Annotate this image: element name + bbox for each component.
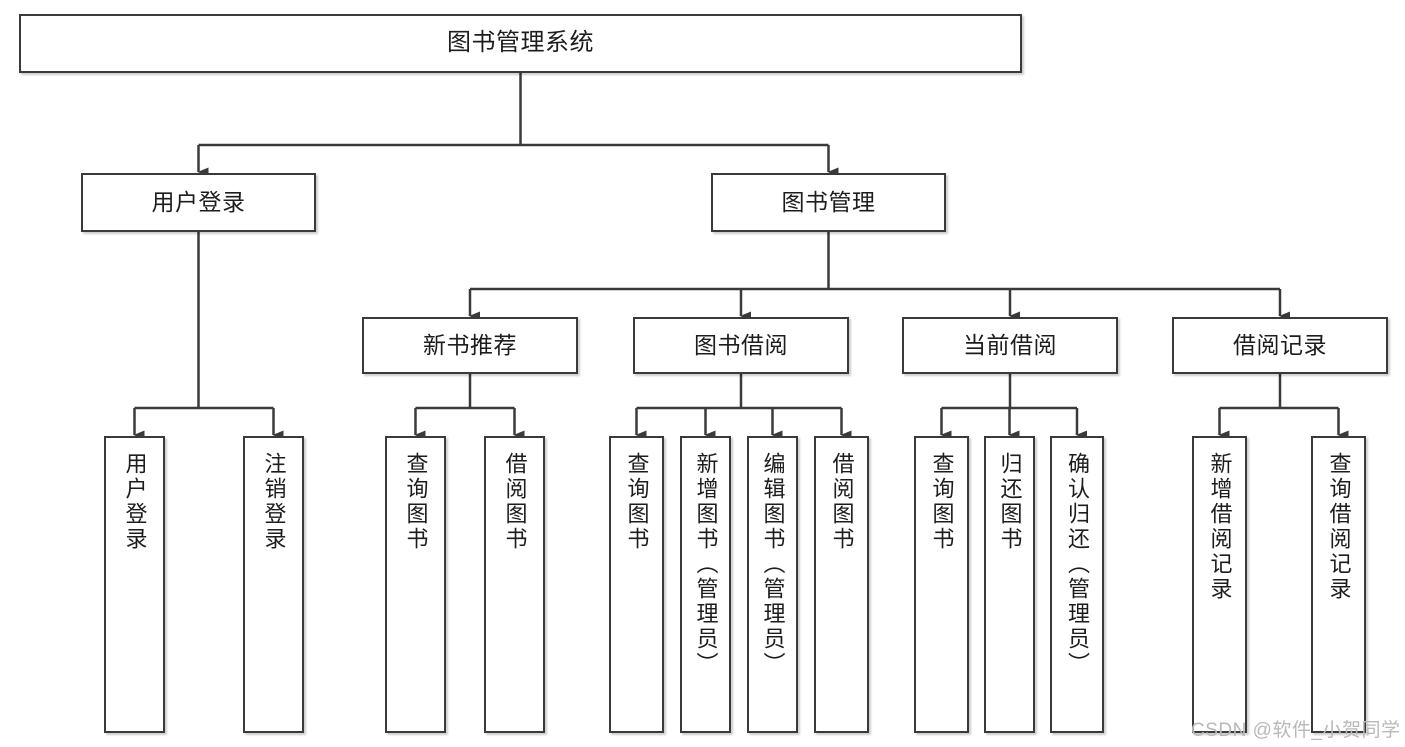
node-leaf-query-book-2[interactable]: 查询图书 <box>609 436 664 733</box>
node-label-leaf-query-book-1: 查询图书 <box>403 452 429 552</box>
node-label-leaf-confirm-return: 确认归还（管理员） <box>1065 452 1090 677</box>
node-label-leaf-query-book-3: 查询图书 <box>929 452 955 552</box>
node-label-book-mgmt: 图书管理 <box>781 188 876 215</box>
node-leaf-add-record[interactable]: 新增借阅记录 <box>1192 436 1247 733</box>
node-label-leaf-return-book: 归还图书 <box>997 452 1023 552</box>
csdn-watermark: CSDN @软件_小贺同学 <box>1191 720 1401 741</box>
node-book-mgmt[interactable]: 图书管理 <box>711 173 946 232</box>
node-label-leaf-borrow-book-2: 借阅图书 <box>829 452 855 552</box>
node-new-book-rec[interactable]: 新书推荐 <box>362 317 578 374</box>
node-leaf-confirm-return[interactable]: 确认归还（管理员） <box>1050 436 1104 733</box>
node-leaf-borrow-book-1[interactable]: 借阅图书 <box>484 436 545 733</box>
node-label-leaf-user-login: 用户登录 <box>122 452 148 552</box>
node-label-book-borrow: 图书借阅 <box>694 331 788 358</box>
node-leaf-borrow-book-2[interactable]: 借阅图书 <box>814 436 869 733</box>
node-leaf-add-book[interactable]: 新增图书（管理员） <box>680 436 731 733</box>
node-label-leaf-edit-book: 编辑图书（管理员） <box>760 452 786 677</box>
node-borrow-record[interactable]: 借阅记录 <box>1172 317 1388 374</box>
node-leaf-query-record[interactable]: 查询借阅记录 <box>1311 436 1366 733</box>
node-leaf-user-login[interactable]: 用户登录 <box>104 436 165 733</box>
node-current-borrow[interactable]: 当前借阅 <box>902 317 1118 374</box>
node-leaf-edit-book[interactable]: 编辑图书（管理员） <box>747 436 798 733</box>
node-label-leaf-query-record: 查询借阅记录 <box>1326 452 1352 602</box>
node-label-leaf-borrow-book-1: 借阅图书 <box>502 452 528 552</box>
node-leaf-query-book-1[interactable]: 查询图书 <box>385 436 446 733</box>
node-label-user-login: 用户登录 <box>151 188 246 215</box>
node-label-root: 图书管理系统 <box>447 29 594 57</box>
node-label-leaf-add-record: 新增借阅记录 <box>1207 452 1233 602</box>
node-label-leaf-query-book-2: 查询图书 <box>624 452 650 552</box>
node-label-leaf-add-book: 新增图书（管理员） <box>693 452 719 677</box>
node-label-new-book-rec: 新书推荐 <box>423 331 517 358</box>
node-user-login[interactable]: 用户登录 <box>81 173 316 232</box>
node-leaf-user-logout[interactable]: 注销登录 <box>243 436 304 733</box>
node-root[interactable]: 图书管理系统 <box>19 14 1022 73</box>
node-book-borrow[interactable]: 图书借阅 <box>633 317 849 374</box>
node-leaf-return-book[interactable]: 归还图书 <box>984 436 1035 733</box>
node-label-borrow-record: 借阅记录 <box>1233 331 1327 358</box>
node-label-leaf-user-logout: 注销登录 <box>261 452 287 552</box>
node-leaf-query-book-3[interactable]: 查询图书 <box>914 436 969 733</box>
node-label-current-borrow: 当前借阅 <box>963 331 1057 358</box>
